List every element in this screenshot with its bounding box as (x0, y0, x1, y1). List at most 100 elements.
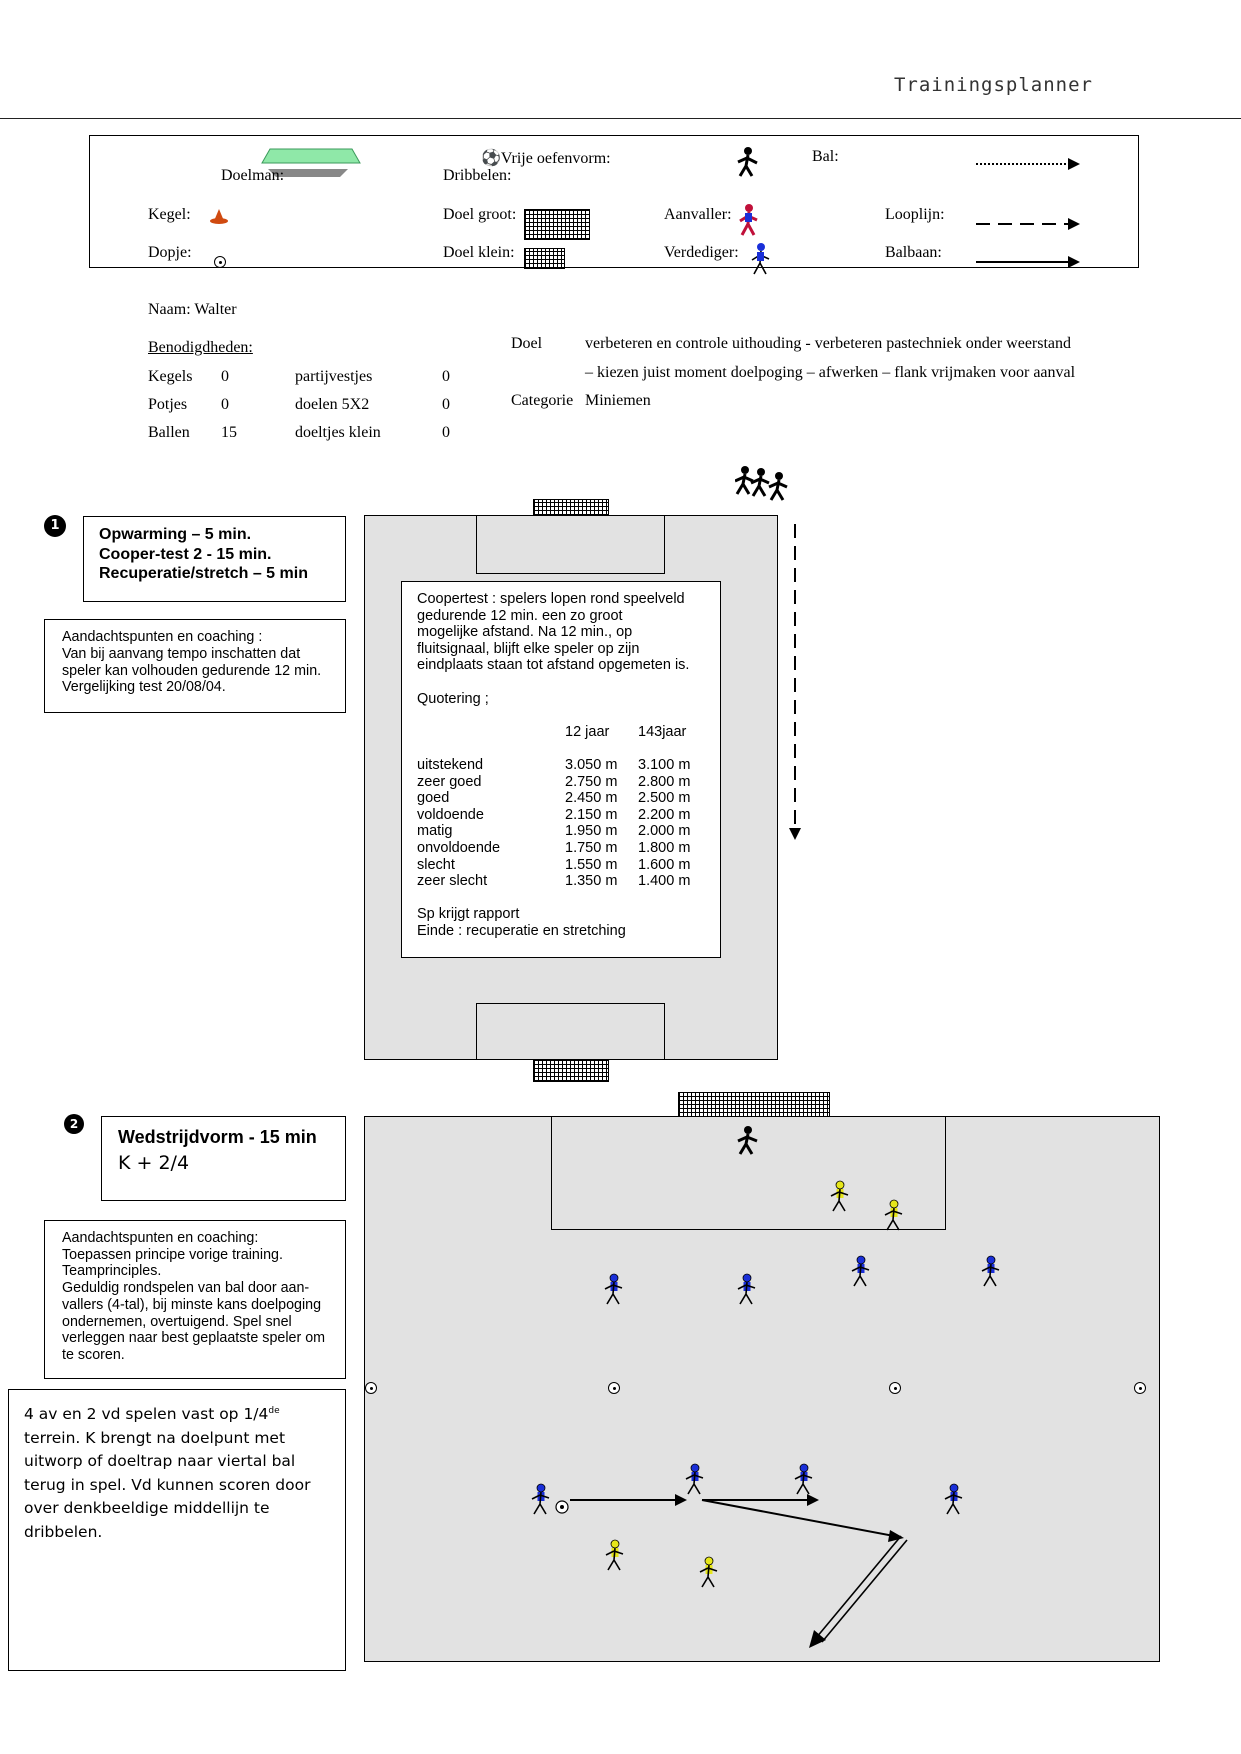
exercise-1-title-box: Opwarming – 5 min. Cooper-test 2 - 15 mi… (83, 516, 346, 602)
coaching-line: speler kan volhouden gedurende 12 min. (62, 662, 322, 679)
doel-line-2: – kiezen juist moment doelpoging – afwer… (585, 364, 1076, 381)
defender-player (830, 1180, 849, 1212)
item-count-2: 0 (442, 368, 450, 385)
defender-player (699, 1556, 718, 1588)
ball-path-arrows (570, 1494, 908, 1648)
large-goal-icon (524, 209, 590, 240)
coaching-line: Aandachtspunten en coaching: (62, 1230, 259, 1246)
legend-box (89, 135, 1139, 268)
pitch2-penalty-box (551, 1116, 946, 1230)
intro-line: Coopertest : spelers lopen rond speelvel… (417, 591, 685, 607)
attacker-player (737, 1273, 756, 1305)
pitch1-bottom-goal (533, 1059, 609, 1082)
item-name-2: partijvestjes (295, 368, 373, 385)
item-name-2: doeltjes klein (295, 424, 381, 441)
legend-vrije-oefenvorm: ⚽Vrije oefenvorm: (481, 150, 611, 167)
running-players-icon (735, 466, 788, 501)
doel-line-1: verbeteren en controle uithouding - verb… (585, 335, 1072, 352)
legend-bal-label: Bal: (812, 148, 839, 165)
coopertest-end-line: Einde : recuperatie en stretching (417, 922, 626, 939)
ball-path-dotted-icon (976, 158, 1080, 170)
benodigdheden-label: Benodigdheden: (148, 339, 253, 356)
notes-line: uitworp of doeltrap naar viertal bal (24, 1452, 296, 1471)
coopertest-intro: Coopertest : spelers lopen rond speelvel… (417, 591, 720, 674)
pitch2-goal (678, 1092, 830, 1118)
header-divider (0, 118, 1241, 119)
attacker-player (685, 1463, 704, 1495)
dopje-marker (1134, 1382, 1146, 1394)
doel-label: Doel (511, 335, 543, 352)
page-title: Trainingsplanner (893, 74, 1093, 96)
pitch-2 (364, 1116, 1160, 1662)
notes-line: 4 av en 2 vd spelen vast op 1/4de (24, 1405, 280, 1424)
item-name: Ballen (148, 424, 190, 441)
coaching-line: Teamprinciples. (62, 1263, 162, 1280)
coaching-line: Toepassen principe vorige training. (62, 1246, 283, 1263)
item-count: 0 (221, 368, 229, 385)
item-count-2: 0 (442, 424, 450, 441)
coaching-line: te scoren. (62, 1346, 125, 1363)
intro-line: gedurende 12 min. een zo groot (417, 607, 623, 624)
ball-path-solid-icon (976, 256, 1080, 268)
defender-player (605, 1539, 624, 1571)
legend-doel-groot-label: Doel groot: (443, 206, 517, 223)
item-name-2: doelen 5X2 (295, 396, 370, 413)
item-count: 0 (221, 396, 229, 413)
col-header: 12 jaar (565, 723, 610, 740)
attacker-player (944, 1483, 963, 1515)
legend-verdediger-label: Verdediger: (664, 244, 739, 261)
exercise-2-coaching-box: Aandachtspunten en coaching: Toepassen p… (44, 1220, 346, 1379)
ball-icon (555, 1500, 569, 1514)
run-line-dashed-icon (976, 218, 1080, 230)
exercise-1-coaching-box: Aandachtspunten en coaching : Van bij aa… (44, 619, 346, 713)
exercise-1-title-line: Opwarming – 5 min. (99, 526, 252, 543)
naam: Naam: Walter (148, 301, 237, 318)
coaching-line: verleggen naar best geplaatste speler om (62, 1330, 326, 1347)
cone-icon (210, 209, 228, 224)
attacker-icon (739, 204, 758, 236)
exercise-2-subtitle: K + 2/4 (118, 1152, 190, 1174)
notes-line: terrein. K brengt na doelpunt met (24, 1428, 286, 1447)
pitch1-top-goal (533, 499, 609, 516)
exercise-2-title: Wedstrijdvorm - 15 min (118, 1127, 317, 1147)
coaching-line: Vergelijking test 20/08/04. (62, 679, 226, 696)
defender-icon (751, 243, 770, 275)
legend-balbaan-label: Balbaan: (885, 244, 942, 261)
legend-doelman-label: Doelman: (221, 167, 285, 184)
coaching-line: vallers (4-tal), bij minste kans doelpog… (62, 1296, 322, 1313)
doelman-mat-icon (261, 148, 361, 177)
dopje-marker (365, 1382, 377, 1394)
item-count-2: 0 (442, 396, 450, 413)
exercise-2-title-box: Wedstrijdvorm - 15 min K + 2/4 (101, 1116, 346, 1201)
exercise-1-title-line: Cooper-test 2 - 15 min. (99, 545, 272, 563)
notes-line: dribbelen. (24, 1522, 103, 1541)
goalkeeper-icon (737, 147, 758, 177)
ball-icon: ⚽ (481, 150, 501, 167)
attacker-player (794, 1463, 813, 1495)
notes-line: over denkbeeldige middellijn te (24, 1499, 270, 1518)
exercise-1-title-line: Recuperatie/stretch – 5 min (99, 565, 308, 582)
exercise-2-number: 2 (64, 1114, 84, 1134)
legend-dopje-label: Dopje: (148, 244, 192, 261)
pitch2-players (531, 1126, 1000, 1648)
intro-line: mogelijke afstand. Na 12 min., op (417, 624, 633, 641)
dopje-icon (214, 256, 226, 268)
attacker-player (604, 1273, 623, 1305)
intro-line: fluitsignaal, blijft elke speler op zijn (417, 640, 640, 657)
intro-line: eindplaats staan tot afstand opgemeten i… (417, 657, 690, 674)
exercise-1-number: 1 (44, 515, 66, 537)
categorie-label: Categorie (511, 392, 574, 409)
categorie-value: Miniemen (585, 392, 651, 409)
defender-player (884, 1199, 903, 1231)
coopertest-box: Coopertest : spelers lopen rond speelvel… (401, 581, 721, 958)
col-header: 143jaar (638, 723, 687, 740)
